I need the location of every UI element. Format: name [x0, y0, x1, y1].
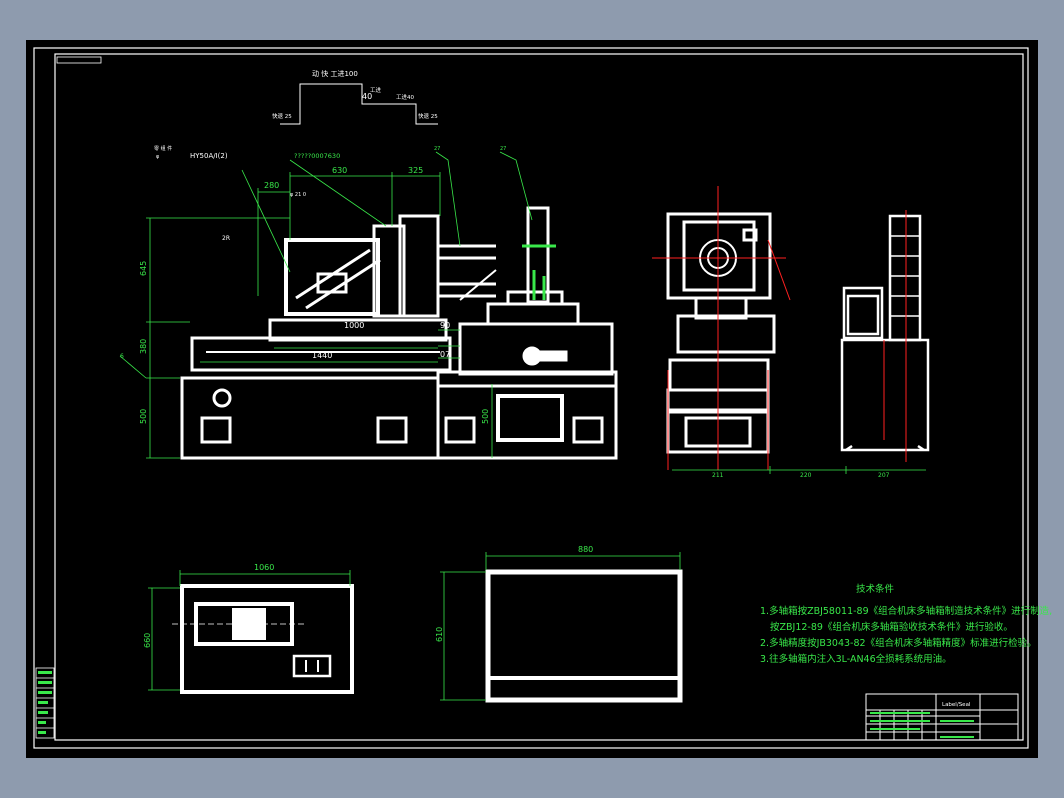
svg-text:500: 500 — [139, 409, 148, 424]
note-2: 2.多轴精度按JB3043-82《组合机床多轴箱精度》标准进行检验。 — [760, 638, 1037, 649]
svg-text:零 组 件: 零 组 件 — [154, 145, 172, 152]
cycle-title: 动 快 工进100 — [312, 69, 358, 78]
outer-frame — [33, 47, 1029, 749]
inner-frame — [54, 53, 1024, 741]
svg-text:27: 27 — [434, 146, 440, 152]
cycle-diagram — [280, 83, 438, 125]
main-side-view — [180, 206, 618, 460]
svg-text:快退 25: 快退 25 — [418, 112, 438, 120]
box-view — [485, 569, 683, 703]
svg-text:220: 220 — [800, 472, 812, 479]
svg-text:工进40: 工进40 — [396, 93, 414, 101]
svg-text:6: 6 — [120, 353, 124, 360]
svg-text:07: 07 — [440, 350, 450, 359]
svg-text:630: 630 — [332, 166, 347, 175]
svg-text:645: 645 — [139, 261, 148, 276]
notes-title: 技术条件 — [856, 584, 895, 595]
svg-text:880: 880 — [578, 545, 593, 554]
motor-label: HY50A/I(2) — [190, 152, 228, 160]
note-1: 1.多轴箱按ZBJ58011-89《组合机床多轴箱制造技术条件》进行制造, — [760, 606, 1053, 617]
technical-notes: 技术条件 1.多轴箱按ZBJ58011-89《组合机床多轴箱制造技术条件》进行制… — [760, 582, 1053, 668]
svg-text:快退 25: 快退 25 — [272, 112, 292, 120]
svg-text:φ 21 0: φ 21 0 — [290, 192, 306, 198]
svg-text:1440: 1440 — [312, 351, 332, 360]
svg-text:工进: 工进 — [370, 86, 382, 94]
title-block — [865, 693, 1019, 741]
right-side-view — [840, 214, 930, 452]
svg-text:40: 40 — [362, 92, 372, 101]
svg-text:φ: φ — [156, 154, 160, 160]
svg-text:2R: 2R — [222, 235, 230, 242]
front-centerlines — [652, 186, 791, 470]
svg-text:27: 27 — [500, 146, 506, 152]
title-block-name: Label/Seal — [942, 702, 971, 708]
svg-text:207: 207 — [878, 472, 890, 479]
svg-text:211: 211 — [712, 472, 724, 479]
svg-text:660: 660 — [143, 633, 152, 648]
spindle-box-label: ?????0007630 — [294, 152, 340, 160]
svg-text:500: 500 — [481, 409, 490, 424]
svg-text:610: 610 — [435, 627, 444, 642]
svg-text:280: 280 — [264, 181, 279, 190]
svg-text:1060: 1060 — [254, 563, 274, 572]
note-1b: 按ZBJ12-89《组合机床多轴箱验收技术条件》进行验收。 — [770, 622, 1013, 633]
left-info-strip — [35, 667, 55, 739]
svg-text:380: 380 — [139, 339, 148, 354]
svg-text:1000: 1000 — [344, 321, 364, 330]
svg-text:325: 325 — [408, 166, 423, 175]
svg-text:90: 90 — [440, 321, 450, 330]
note-3: 3.往多轴箱内注入3L-AN46全损耗系统用油。 — [760, 654, 952, 665]
